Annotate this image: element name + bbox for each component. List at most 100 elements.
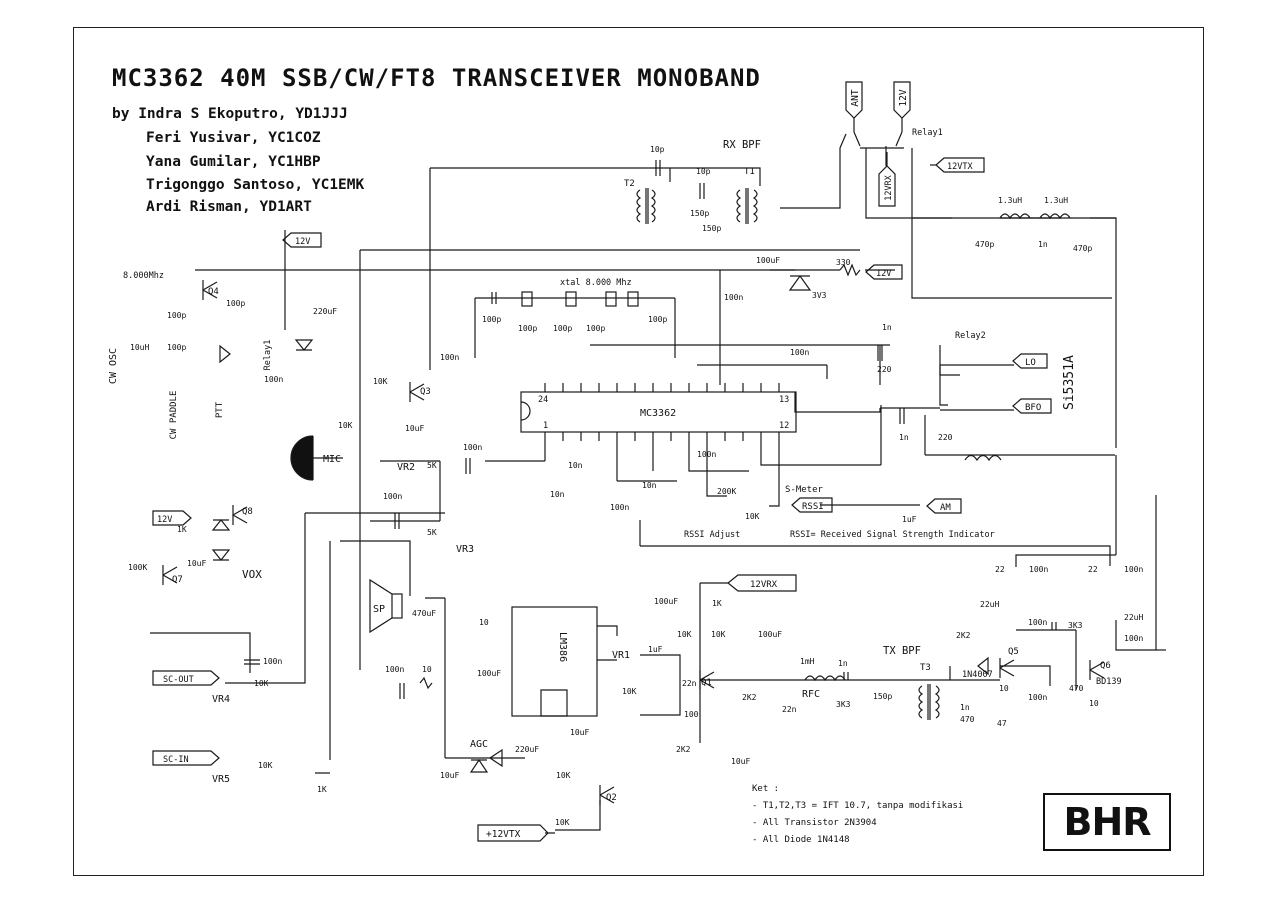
- value-label: 100n: [264, 375, 283, 384]
- value-label: 100uF: [654, 597, 678, 606]
- value-label: 10K: [254, 679, 269, 688]
- value-labels: 10p 10p 150p 150p 1.3uH 1.3uH 470p 1n 47…: [128, 145, 1143, 827]
- value-label: 10K: [556, 771, 571, 780]
- value-label: 220uF: [515, 745, 539, 754]
- value-label: 150p: [690, 209, 709, 218]
- component-ref: Q1: [701, 678, 712, 688]
- value-label: 10uH: [130, 343, 149, 352]
- xtal-label: xtal 8.000 Mhz: [560, 278, 632, 288]
- schematic-title: MC3362 40M SSB/CW/FT8 TRANSCEIVER MONOBA…: [112, 64, 761, 92]
- relay1-label: Relay1: [263, 340, 273, 371]
- cw-osc-label: CW OSC: [108, 348, 119, 384]
- mc3362-label: MC3362: [640, 408, 676, 419]
- value-label: 200K: [717, 487, 736, 496]
- value-label: 10p: [696, 167, 711, 176]
- value-label: 1n: [960, 703, 970, 712]
- ic-pins: [544, 383, 780, 441]
- value-label: 1K: [712, 599, 722, 608]
- bfo-connector: [1012, 398, 1052, 414]
- relay2-label: Relay2: [955, 331, 986, 341]
- author-line: Ardi Risman, YD1ART: [146, 199, 312, 215]
- value-label: 22: [1088, 565, 1098, 574]
- 12vrx-amp-connector: [727, 574, 797, 592]
- value-label: 100n: [1028, 618, 1047, 627]
- value-label: 10K: [373, 377, 388, 386]
- value-label: 10p: [650, 145, 665, 154]
- rssi-description: RSSI= Received Signal Strength Indicator: [790, 530, 995, 540]
- value-label: 100p: [226, 299, 245, 308]
- value-label: 1n: [882, 323, 892, 332]
- value-label: 10K: [555, 818, 570, 827]
- lm386-notch: [540, 689, 568, 717]
- value-label: 3V3: [812, 291, 827, 300]
- bhr-logo: BHR: [1043, 793, 1171, 851]
- 12v-osc-connector: [282, 232, 322, 248]
- value-label: 1n: [838, 659, 848, 668]
- value-label: 100uF: [756, 256, 780, 265]
- 12vrx-label: 12VRX: [884, 174, 894, 200]
- sp-label: SP: [373, 604, 385, 615]
- value-label: 22n: [782, 705, 797, 714]
- value-label: 100n: [383, 492, 402, 501]
- mic-label: MIC: [323, 454, 341, 465]
- rssi-adjust-label: RSSI Adjust: [684, 530, 740, 540]
- value-label: 470p: [975, 240, 994, 249]
- value-label: 10uF: [440, 771, 459, 780]
- 12v-reg-label: 12V: [876, 269, 891, 279]
- value-label: 330: [836, 258, 851, 267]
- value-label: 100n: [724, 293, 743, 302]
- ant-connector: [845, 81, 863, 132]
- tx-bpf-label: TX BPF: [883, 645, 921, 657]
- value-label: 100p: [586, 324, 605, 333]
- value-label: 10: [1089, 699, 1099, 708]
- value-label: 47: [997, 719, 1007, 728]
- value-label: 1uF: [648, 645, 663, 654]
- ptt-label: PTT: [215, 401, 225, 418]
- value-label: 100p: [553, 324, 572, 333]
- component-ref: VR1: [612, 650, 630, 661]
- s-meter-label: S-Meter: [785, 485, 824, 495]
- value-label: 100n: [1029, 565, 1048, 574]
- note-item: - T1,T2,T3 = IFT 10.7, tanpa modifikasi: [752, 801, 964, 811]
- pin-label: 13: [779, 395, 789, 405]
- notes-block: Ket : - T1,T2,T3 = IFT 10.7, tanpa modif…: [752, 781, 963, 849]
- value-label: 100n: [790, 348, 809, 357]
- value-label: 10uF: [731, 757, 750, 766]
- 12v-top-connector: [893, 81, 911, 132]
- sc-in-connector: [152, 750, 220, 766]
- component-ref: T2: [624, 179, 635, 189]
- lm386-label: LM386: [557, 632, 568, 662]
- 12v-label: 12V: [898, 89, 909, 106]
- 12vtx-plus-label: +12VTX: [486, 829, 521, 840]
- value-label: 100n: [1028, 693, 1047, 702]
- value-label: 22n: [682, 679, 697, 688]
- mic-symbol: [290, 435, 343, 481]
- component-ref: VR4: [212, 694, 230, 705]
- value-label: 100n: [440, 353, 459, 362]
- transistor-symbols: [162, 280, 1105, 805]
- value-label: 100n: [610, 503, 629, 512]
- value-label: 150p: [702, 224, 721, 233]
- value-label: 220: [938, 433, 953, 442]
- value-label: 100uF: [477, 669, 501, 678]
- t2-transformer: [636, 188, 656, 224]
- value-label: 2K2: [956, 631, 971, 640]
- drawing-frame: [73, 27, 1204, 876]
- value-label: 5K: [427, 461, 437, 470]
- value-label: 100n: [385, 665, 404, 674]
- value-label: 10uF: [405, 424, 424, 433]
- sc-out-connector: [152, 670, 220, 686]
- component-ref: T3: [920, 663, 931, 673]
- value-label: 10: [479, 618, 489, 627]
- t1-transformer: [736, 188, 758, 224]
- component-ref: 1N4007: [962, 670, 993, 680]
- author-line: by Indra S Ekoputro, YD1JJJ: [112, 106, 348, 122]
- value-label: 100p: [167, 343, 186, 352]
- 12vtx-connector: [935, 157, 985, 173]
- author-line: Trigonggo Santoso, YC1EMK: [146, 177, 365, 193]
- author-line: Yana Gumilar, YC1HBP: [146, 154, 321, 170]
- value-label: 470uF: [412, 609, 436, 618]
- value-label: 1n: [899, 433, 909, 442]
- pin-label: 1: [543, 421, 548, 431]
